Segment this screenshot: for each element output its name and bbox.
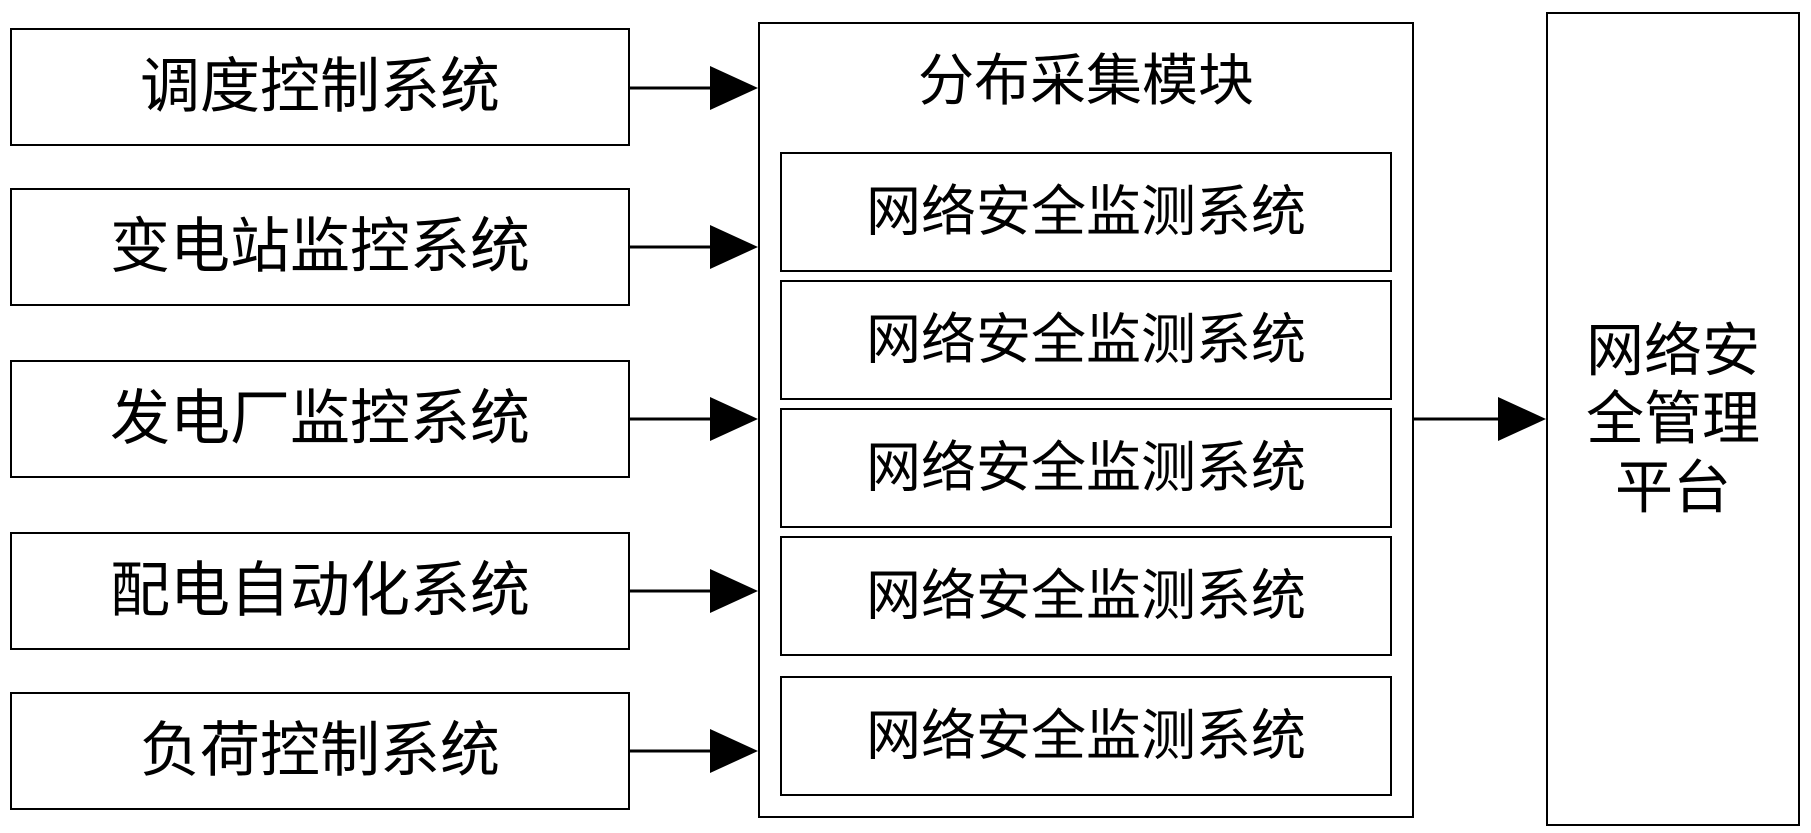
source-label-dispatch: 调度控制系统 — [140, 52, 500, 122]
source-label-powerplant: 发电厂监控系统 — [110, 384, 530, 454]
source-label-substation: 变电站监控系统 — [110, 212, 530, 282]
management-platform: 网络安全管理平台 — [1546, 12, 1800, 826]
arrow-load-head — [710, 729, 758, 773]
source-label-distribution: 配电自动化系统 — [110, 556, 530, 626]
monitor-label-2: 网络安全监测系统 — [865, 307, 1306, 372]
monitor-label-5: 网络安全监测系统 — [865, 703, 1306, 768]
monitor-box-4: 网络安全监测系统 — [780, 536, 1392, 656]
arrow-substation-head — [710, 225, 758, 269]
source-box-distribution: 配电自动化系统 — [10, 532, 630, 650]
arrow-powerplant-head — [710, 397, 758, 441]
source-box-dispatch: 调度控制系统 — [10, 28, 630, 146]
monitor-box-3: 网络安全监测系统 — [780, 408, 1392, 528]
arrow-distribution-head — [710, 569, 758, 613]
monitor-box-1: 网络安全监测系统 — [780, 152, 1392, 272]
collection-module: 分布采集模块 网络安全监测系统 网络安全监测系统 网络安全监测系统 网络安全监测… — [758, 22, 1414, 818]
platform-label: 网络安全管理平台 — [1585, 316, 1760, 522]
source-box-load: 负荷控制系统 — [10, 692, 630, 810]
arrow-dispatch-head — [710, 66, 758, 110]
monitor-label-4: 网络安全监测系统 — [865, 563, 1306, 628]
source-box-substation: 变电站监控系统 — [10, 188, 630, 306]
module-title: 分布采集模块 — [918, 49, 1254, 114]
monitor-box-5: 网络安全监测系统 — [780, 676, 1392, 796]
monitor-label-3: 网络安全监测系统 — [865, 435, 1306, 500]
monitor-box-2: 网络安全监测系统 — [780, 280, 1392, 400]
source-label-load: 负荷控制系统 — [140, 716, 500, 786]
monitor-label-1: 网络安全监测系统 — [865, 179, 1306, 244]
source-box-powerplant: 发电厂监控系统 — [10, 360, 630, 478]
arrow-platform-head — [1498, 397, 1546, 441]
